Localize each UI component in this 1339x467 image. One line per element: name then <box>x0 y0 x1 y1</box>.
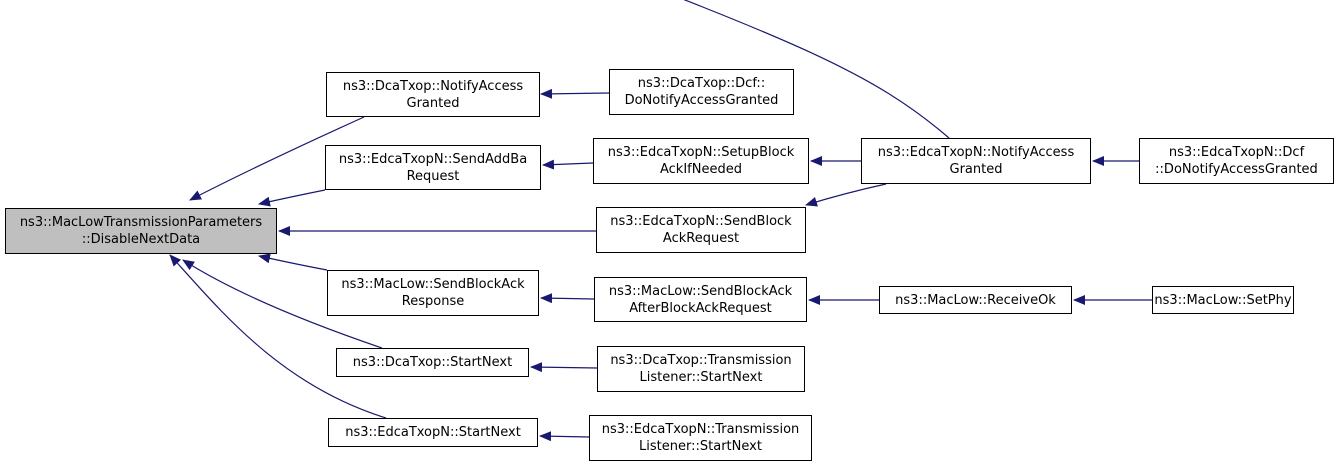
node-maclow-receive-ok[interactable]: ns3::MacLow::ReceiveOk <box>879 286 1072 314</box>
edge-dca_startnext-to-root <box>182 259 383 349</box>
node-maclow-send-block-ack-after-request[interactable]: ns3::MacLow::SendBlockAck AfterBlockAckR… <box>594 277 807 322</box>
node-label-line: Response <box>401 294 465 309</box>
node-label-line: ns3::EdcaTxopN::StartNext <box>345 425 521 440</box>
node-label-line: AfterBlockAckRequest <box>629 300 772 316</box>
node-label-line: ::DoNotifyAccessGranted <box>1155 162 1318 177</box>
edge-edca_tl_startnext-to-edca_startnext <box>539 431 590 442</box>
node-edca-send-add-ba-request[interactable]: ns3::EdcaTxopN::SendAddBa Request <box>325 145 541 190</box>
node-label-line: ns3::EdcaTxopN::SendAddBa <box>338 151 528 167</box>
node-edca-dcf-do-notify-access-granted[interactable]: ns3::EdcaTxopN::Dcf ::DoNotifyAccessGran… <box>1139 138 1334 184</box>
node-edca-transmission-listener-start-next[interactable]: ns3::EdcaTxopN::Transmission Listener::S… <box>589 415 812 461</box>
node-label-line: Granted <box>406 95 460 111</box>
node-label-line: AckRequest <box>662 231 740 246</box>
node-label-line: DoNotifyAccessGranted <box>624 93 779 108</box>
node-label-line: ns3::EdcaTxopN::Transmission <box>601 422 800 437</box>
node-label-line: AckIfNeeded <box>660 162 742 177</box>
node-label-line: ns3::MacLow::SendBlockAck <box>341 277 525 292</box>
node-label-line: Request <box>406 168 460 184</box>
node-label-line: ::DisableNextData <box>81 232 201 247</box>
node-maclow-send-block-ack-response[interactable]: ns3::MacLow::SendBlockAck Response <box>327 270 539 316</box>
node-label-line: ns3::DcaTxop::NotifyAccess <box>342 78 524 94</box>
node-label-line: ns3::MacLow::SetPhy <box>1154 292 1292 308</box>
node-label-line: ns3::MacLowTransmissionParameters <box>19 215 263 230</box>
edge-edca_setupblock-to-edca_sendaddba <box>542 159 594 170</box>
node-label-line: Listener::StartNext <box>639 370 763 385</box>
node-dca-transmission-listener-start-next[interactable]: ns3::DcaTxop::Transmission Listener::Sta… <box>597 346 805 392</box>
node-label-line: ns3::MacLow::ReceiveOk <box>895 292 1056 308</box>
node-label-line: ns3::EdcaTxopN::SetupBlock <box>607 145 795 160</box>
edge-dca_tl_startnext-to-dca_startnext <box>530 362 598 373</box>
node-label-line: Granted <box>949 162 1003 177</box>
node-label-line: ns3::DcaTxop::StartNext <box>352 355 513 370</box>
node-label-line: ns3::DcaTxop::Transmission <box>610 353 792 368</box>
edge-edca_startnext-to-root <box>169 254 387 419</box>
edge-edca_notify-to-root <box>683 0 950 139</box>
node-dca-notify-access-granted[interactable]: ns3::DcaTxop::NotifyAccess Granted <box>326 72 540 117</box>
edge-edca_sendaddba-to-root <box>258 189 326 207</box>
edge-maclow_sendbaafter-to-maclow_sendbaresp <box>540 293 595 304</box>
node-label-line: ns3::EdcaTxopN::NotifyAccess <box>877 145 1075 160</box>
node-maclow-set-phy[interactable]: ns3::MacLow::SetPhy <box>1152 286 1294 314</box>
edge-dca_dcf_donotify-to-dca_notify <box>540 88 610 99</box>
node-label-line: Listener::StartNext <box>639 439 762 454</box>
node-label-line: ns3::EdcaTxopN::Dcf <box>1168 145 1305 160</box>
node-root-disable-next-data: ns3::MacLowTransmissionParameters ::Disa… <box>5 208 277 254</box>
edge-dca_notify-to-root <box>189 116 365 201</box>
node-label-line: ns3::MacLow::SendBlockAck <box>608 283 793 299</box>
node-dca-dcf-do-notify-access-granted[interactable]: ns3::DcaTxop::Dcf:: DoNotifyAccessGrante… <box>609 69 794 115</box>
node-dca-start-next[interactable]: ns3::DcaTxop::StartNext <box>336 348 529 377</box>
node-edca-notify-access-granted[interactable]: ns3::EdcaTxopN::NotifyAccess Granted <box>861 138 1091 184</box>
node-label-line: ns3::DcaTxop::Dcf:: <box>637 76 766 91</box>
node-edca-start-next[interactable]: ns3::EdcaTxopN::StartNext <box>328 418 538 447</box>
node-label-line: ns3::EdcaTxopN::SendBlock <box>610 214 792 229</box>
edge-maclow_sendbaresp-to-root <box>258 253 328 271</box>
node-edca-setup-block-ack-if-needed[interactable]: ns3::EdcaTxopN::SetupBlock AckIfNeeded <box>593 138 809 184</box>
node-edca-send-block-ack-request[interactable]: ns3::EdcaTxopN::SendBlock AckRequest <box>596 207 806 253</box>
edge-edca_notify-to-edca_sendblockackreq <box>805 183 887 207</box>
